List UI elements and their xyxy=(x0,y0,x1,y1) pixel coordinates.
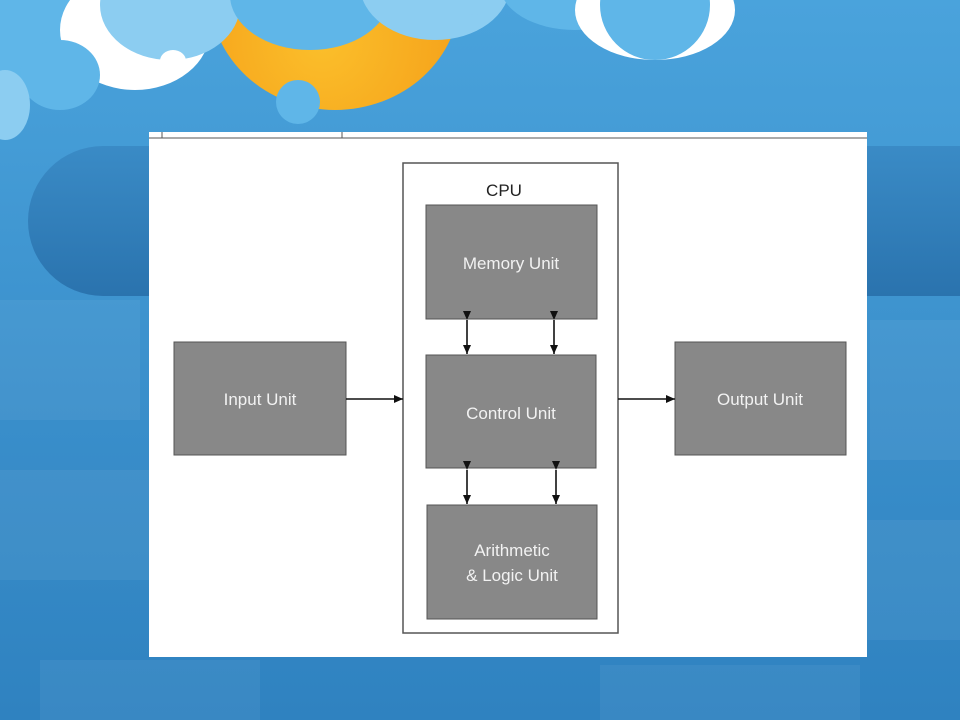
control-unit-box xyxy=(425,354,597,469)
output-unit-label: Output Unit xyxy=(717,390,803,409)
background-tile xyxy=(870,320,960,460)
cpu-architecture-diagram: CPU Input Unit Output Unit Memory Unit C… xyxy=(149,132,867,634)
memory-unit-box xyxy=(425,204,598,320)
background-tile xyxy=(600,665,860,720)
input-unit-label: Input Unit xyxy=(224,390,297,409)
background-tile xyxy=(0,470,150,580)
background-tile xyxy=(0,300,140,420)
alu-box xyxy=(426,504,598,620)
cpu-label: CPU xyxy=(486,181,522,200)
control-unit-label: Control Unit xyxy=(466,404,556,423)
alu-label-line1: Arithmetic xyxy=(474,541,550,560)
background-tile xyxy=(40,660,260,720)
diagram-panel: CPU Input Unit Output Unit Memory Unit C… xyxy=(149,132,867,657)
background-tile xyxy=(860,520,960,640)
memory-unit-label: Memory Unit xyxy=(463,254,560,273)
alu-label-line2: & Logic Unit xyxy=(466,566,558,585)
